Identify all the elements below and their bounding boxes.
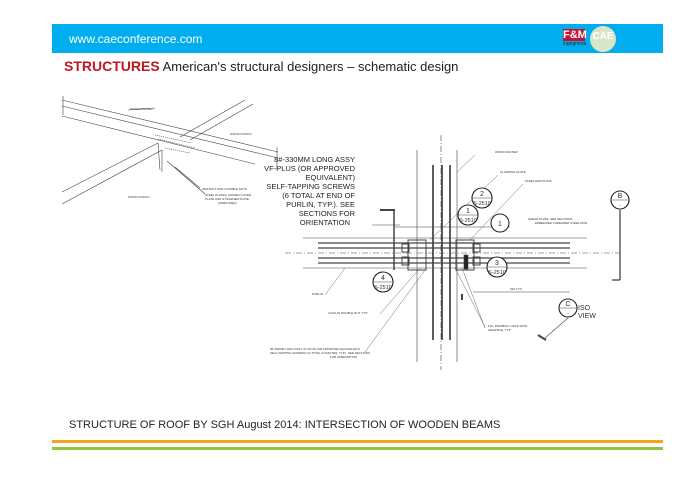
iso-label-purlin: WOOD PURLIN	[230, 132, 252, 136]
orange-rule	[52, 440, 663, 443]
label-cladding-plate: CLADDING PLATE	[500, 170, 526, 174]
section-bubble: B-	[610, 190, 630, 210]
iso-label-purlin-2: WOOD PURLIN	[128, 195, 150, 199]
section-bubble: 2S-2510	[471, 187, 493, 209]
iso-sketch: WOOD RAFTER WOOD PURLIN WOOD PURLIN 2#M …	[61, 96, 279, 205]
bubble-number: C	[565, 301, 570, 308]
label-fill-hole-1: FILL ROD/BOLT HOLE WITH	[488, 324, 527, 328]
bubble-number: 3	[495, 260, 499, 267]
label-view: VIEW	[578, 313, 596, 320]
bubble-number: B	[618, 193, 623, 200]
iso-label-plates-2: PLATE AND STIFFENER PLATE	[205, 197, 249, 201]
bubble-sheet: S-2510	[473, 201, 491, 207]
section-bubble: 1	[490, 213, 510, 233]
slide-title: STRUCTURES American's structural designe…	[64, 58, 459, 74]
iso-label-plates-1: STEEL PLATES, HIDDEN COVER	[205, 193, 252, 197]
bubble-sheet: -	[567, 311, 569, 317]
label-screws-3: FOR ORIENTATION	[330, 355, 357, 359]
bubble-sheet: S-2510	[459, 218, 477, 224]
label-fill-hole-2: ADHESIVE, TYP.	[488, 328, 511, 332]
label-lock-in-nut: LOCK-IN DOUBLE NUT, TYP.	[328, 311, 368, 315]
label-steel-end-plate: STEEL END PLATE	[525, 179, 552, 183]
label-purlin: PURLIN	[312, 292, 323, 296]
label-screws-1: 8#-330MM LONG ASSY VF-PLUS (OR APPROVED …	[270, 347, 360, 351]
section-bubble: C-	[558, 298, 578, 318]
cae-logo: CAE	[590, 26, 616, 52]
section-bubble: 1S-2510	[457, 204, 479, 226]
label-wood-rafter: WOOD RAFTER	[495, 150, 518, 154]
green-rule	[52, 447, 663, 450]
label-shear-plate: SHEAR PLATE, SEE SECTIONS	[528, 217, 572, 221]
bubble-sheet: S-2510	[488, 270, 506, 276]
bubble-number: 1	[466, 208, 470, 215]
label-threaded-rod: EMBEDDED THREADED STEEL ROD	[535, 221, 588, 225]
dim-610-typ: 610 TYP.	[510, 287, 522, 291]
iso-label-plates-3: (SIMPLIFIED)	[218, 201, 237, 205]
bubble-sheet: S-2510	[374, 285, 392, 291]
section-bubble: 3S-2510	[486, 256, 508, 278]
iso-label-bolt: 2#M BOLT WITH DOUBLE NUTS	[202, 187, 247, 191]
label-iso: ISO	[578, 305, 591, 312]
conference-url[interactable]: www.caeconference.com	[69, 32, 203, 46]
bubble-number: 2	[480, 191, 484, 198]
bubble-number: 4	[381, 275, 385, 282]
bubble-number: 1	[498, 221, 502, 228]
slide-caption: STRUCTURE OF ROOF BY SGH August 2014: IN…	[69, 419, 501, 431]
section-bubble: 4S-2510	[372, 271, 394, 293]
bubble-sheet: -	[619, 203, 621, 209]
label-screws-2: SELF-TAPPING SCREWS (12 TOTAL IN RAFTER,…	[270, 351, 370, 355]
